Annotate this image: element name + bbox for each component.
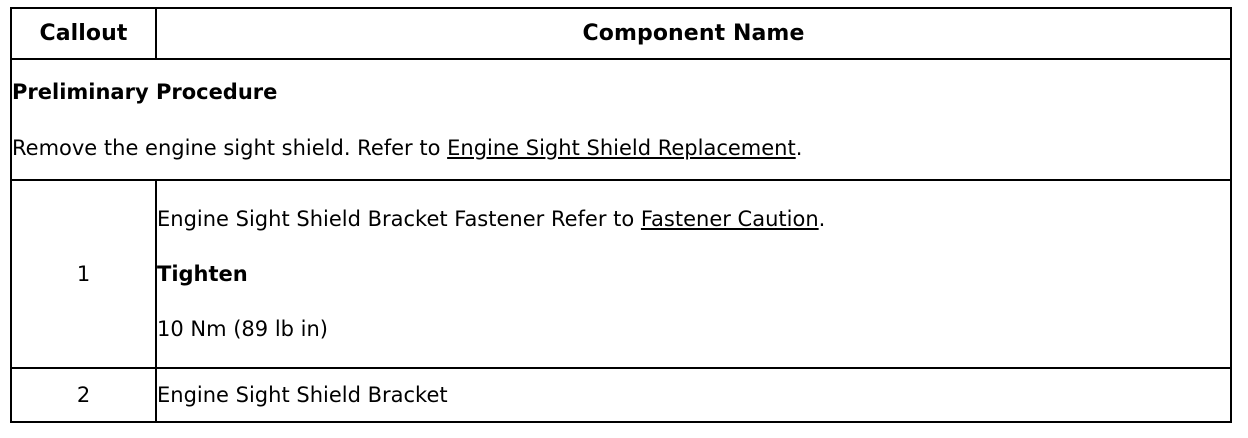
preliminary-procedure-title: Preliminary Procedure — [12, 79, 278, 104]
preliminary-procedure-text: Remove the engine sight shield. Refer to… — [12, 135, 1230, 161]
callout-number-2: 2 — [10, 367, 157, 423]
preliminary-text-after-link: . — [795, 135, 803, 160]
fastener-description-line: Engine Sight Shield Bracket Fastener Ref… — [157, 206, 1230, 232]
table-row: 2 Engine Sight Shield Bracket — [10, 367, 1232, 423]
component-callout-table: Callout Component Name Preliminary Proce… — [10, 7, 1232, 423]
tighten-label: Tighten — [157, 262, 248, 286]
component-description-1: Engine Sight Shield Bracket Fastener Ref… — [155, 179, 1232, 369]
fastener-text-before-link: Engine Sight Shield Bracket Fastener Ref… — [157, 207, 641, 231]
link-engine-sight-shield-replacement[interactable]: Engine Sight Shield Replacement — [447, 135, 796, 160]
column-header-component-name: Component Name — [155, 7, 1232, 60]
preliminary-procedure-cell: Preliminary Procedure Remove the engine … — [10, 58, 1232, 181]
table-row: 1 Engine Sight Shield Bracket Fastener R… — [10, 179, 1232, 369]
torque-value: 10 Nm (89 lb in) — [157, 317, 329, 341]
preliminary-text-before-link: Remove the engine sight shield. Refer to — [12, 135, 448, 160]
column-header-callout: Callout — [10, 7, 157, 60]
table-header-row: Callout Component Name — [10, 7, 1232, 60]
fastener-text-after-link: . — [818, 207, 826, 231]
parts-table-container: Callout Component Name Preliminary Proce… — [10, 7, 1232, 423]
preliminary-procedure-row: Preliminary Procedure Remove the engine … — [10, 58, 1232, 181]
component-description-2: Engine Sight Shield Bracket — [155, 367, 1232, 423]
callout-number-1: 1 — [10, 179, 157, 369]
link-fastener-caution[interactable]: Fastener Caution — [640, 207, 819, 231]
